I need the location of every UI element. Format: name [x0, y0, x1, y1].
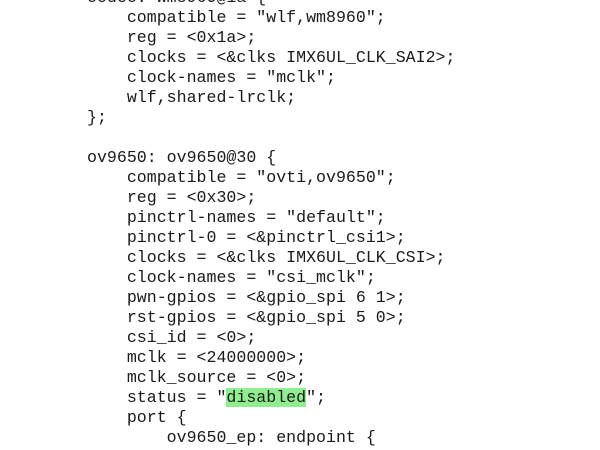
code-line: mclk_source = <0>; — [87, 368, 307, 387]
code-line: reg = <0x30>; — [87, 188, 257, 207]
code-line: pwn-gpios = <&gpio_spi 6 1>; — [87, 288, 406, 307]
code-line: pinctrl-0 = <&pinctrl_csi1>; — [87, 228, 406, 247]
code-segment: "; — [306, 388, 327, 407]
code-line: codec: wm8960@1a { — [0, 0, 600, 8]
code-line: ov9650_ep: endpoint { — [87, 428, 376, 447]
code-line: compatible = "wlf,wm8960"; — [87, 8, 386, 27]
code-line: clocks = <&clks IMX6UL_CLK_CSI>; — [87, 248, 446, 267]
code-line: clock-names = "csi_mclk"; — [87, 268, 376, 287]
code-line: reg = <0x1a>; — [87, 28, 257, 47]
code-line: }; — [87, 108, 107, 127]
code-line: wlf,shared-lrclk; — [87, 88, 297, 107]
code-line: port { — [87, 408, 187, 427]
code-line: ov9650: ov9650@30 { — [87, 148, 277, 167]
code-line: clocks = <&clks IMX6UL_CLK_SAI2>; — [87, 48, 456, 67]
code-line: mclk = <24000000>; — [87, 348, 307, 367]
code-line: status = "disabled"; — [0, 388, 600, 408]
code-line — [0, 128, 600, 148]
code-line: pinctrl-names = "default"; — [87, 208, 386, 227]
search-highlight: disabled — [226, 388, 307, 407]
code-segment: status = " — [87, 388, 227, 407]
code-line: compatible = "ovti,ov9650"; — [87, 168, 396, 187]
code-line: clock-names = "mclk"; — [87, 68, 336, 87]
code-line: rst-gpios = <&gpio_spi 5 0>; — [87, 308, 406, 327]
code-line: csi_id = <0>; — [87, 328, 257, 347]
